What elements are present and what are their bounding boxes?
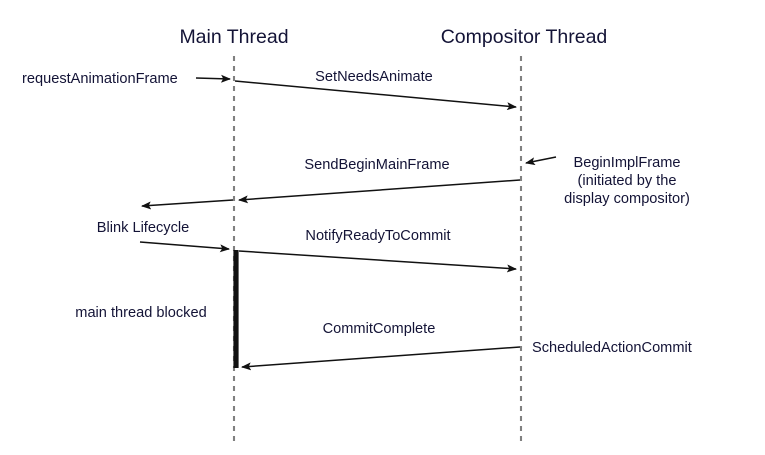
note-begin-impl-frame-line1: BeginImplFrame: [573, 155, 680, 171]
label-set-needs-animate: SetNeedsAnimate: [315, 69, 433, 85]
note-begin-impl-frame-line2: (initiated by the: [578, 173, 677, 189]
arrow-blink-lifecycle-in: [139, 241, 230, 253]
label-send-begin-main-frame: SendBeginMainFrame: [304, 157, 449, 173]
lifeline-title-main-thread: Main Thread: [179, 26, 288, 48]
lifeline-title-compositor-thread: Compositor Thread: [441, 26, 608, 48]
arrow-begin-impl-frame: [525, 156, 557, 166]
note-begin-impl-frame-line3: display compositor): [564, 191, 690, 207]
label-scheduled-action-commit: ScheduledActionCommit: [532, 340, 692, 356]
arrow-send-begin-main-frame: [238, 179, 521, 204]
label-main-thread-blocked: main thread blocked: [75, 305, 206, 321]
arrow-notify-ready-to-commit: [238, 250, 517, 273]
label-commit-complete: CommitComplete: [323, 321, 436, 337]
label-blink-lifecycle: Blink Lifecycle: [97, 220, 189, 236]
label-request-animation-frame: requestAnimationFrame: [22, 71, 178, 87]
arrow-request-animation-frame: [195, 74, 231, 83]
label-notify-ready-to-commit: NotifyReadyToCommit: [305, 228, 450, 244]
arrow-commit-complete: [241, 346, 521, 371]
arrow-blink-lifecycle-out: [141, 199, 234, 210]
arrow-set-needs-animate: [234, 80, 517, 111]
